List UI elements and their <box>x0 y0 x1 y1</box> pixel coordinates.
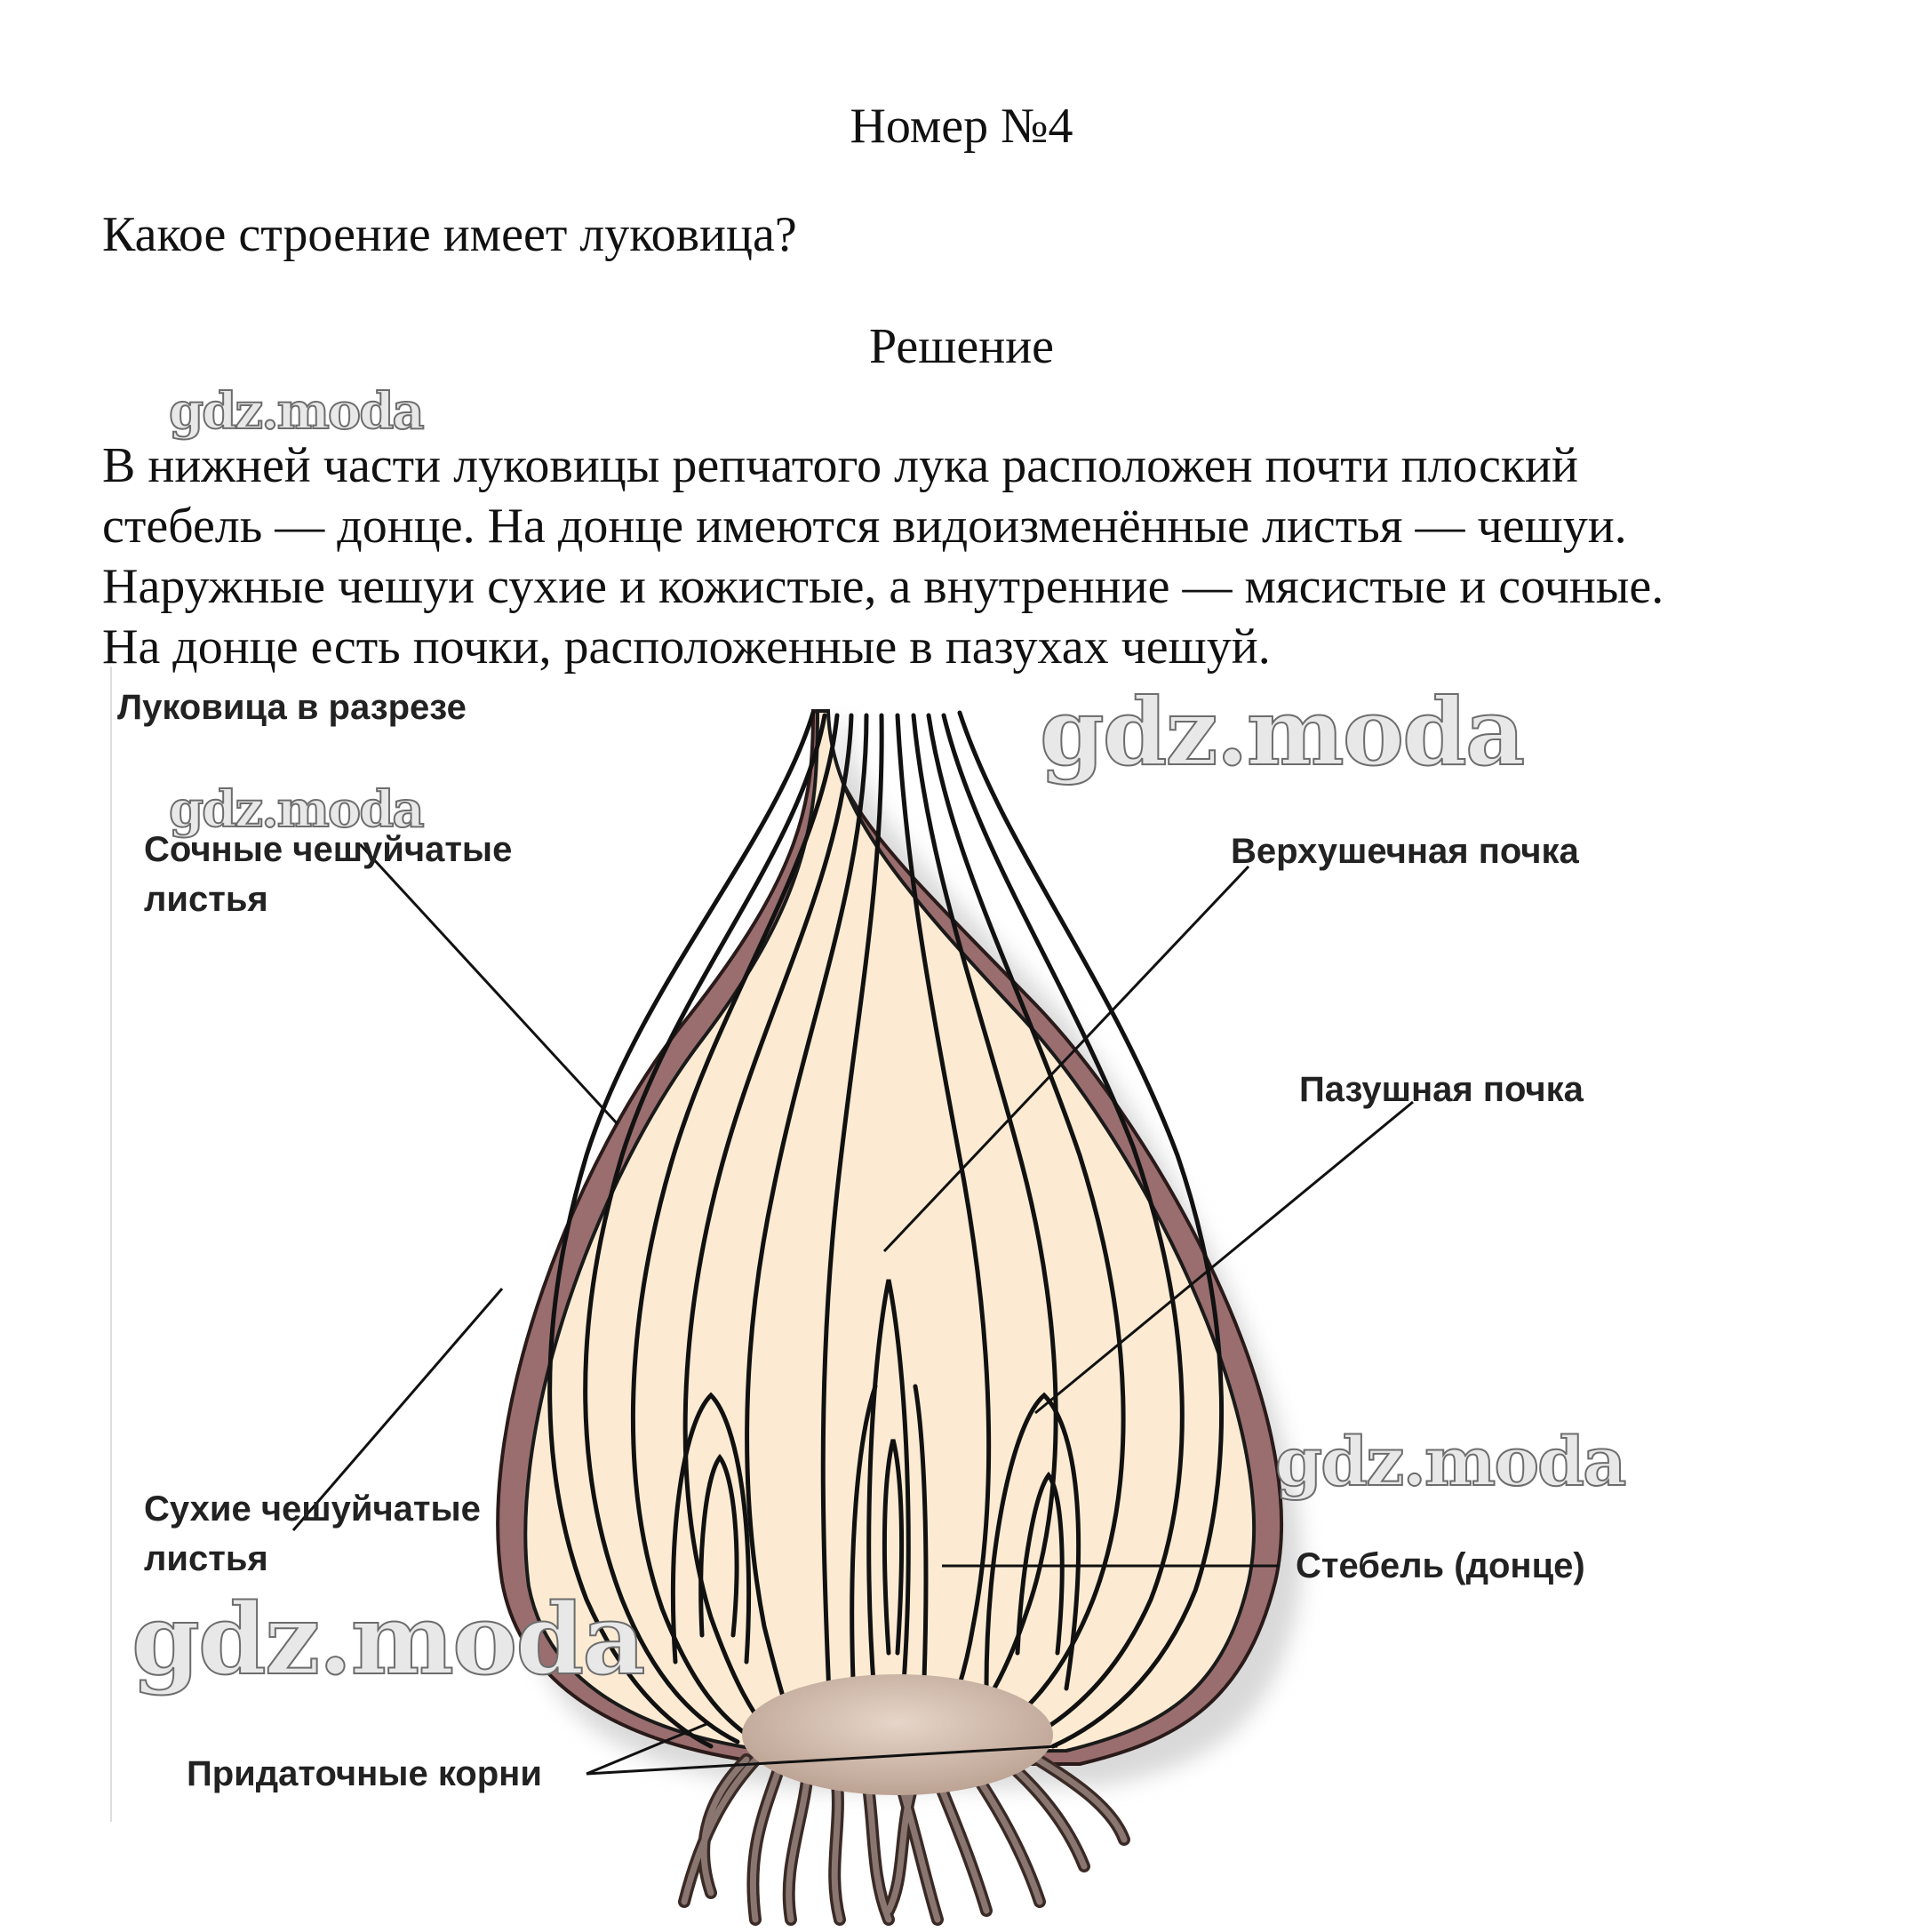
label-juicy-leaves: Сочные чешуйчатые листья <box>144 825 512 924</box>
watermark: gdz.moda <box>168 779 426 840</box>
solution-line: Наружные чешуи сухие и кожистые, а внутр… <box>102 559 1664 614</box>
watermark: gdz.moda <box>1039 676 1526 787</box>
scale-lines <box>547 710 1225 1749</box>
label-adventitious-roots: Придаточные корни <box>187 1754 542 1793</box>
onion-bulb-illustration <box>110 667 1414 1926</box>
onion-bulb-diagram: Луковица в разрезе Сочные чешуйчатые лис… <box>0 658 1923 1928</box>
question-text: Какое строение имеет луковица? <box>102 207 797 262</box>
label-dry-leaves: Сухие чешуйчатые листья <box>144 1484 481 1584</box>
label-apical-bud: Верхушечная почка <box>1231 832 1579 871</box>
solution-line: В нижней части луковицы репчатого лука р… <box>102 438 1578 493</box>
solution-text: В нижней части луковицы репчатого лука р… <box>102 435 1879 677</box>
label-line: листья <box>144 880 268 919</box>
solution-heading: Решение <box>868 319 1055 374</box>
watermark: gdz.moda <box>168 381 426 442</box>
label-line: листья <box>144 1539 268 1578</box>
solution-line: стебель — донце. На донце имеются видоиз… <box>102 499 1627 554</box>
label-line: Сухие чешуйчатые <box>144 1489 481 1529</box>
watermark: gdz.moda <box>131 1581 647 1697</box>
solution-line: На донце есть почки, расположенные в паз… <box>102 619 1271 675</box>
basal-plate-stem <box>742 1674 1053 1795</box>
leader-lines <box>291 842 1414 1776</box>
page-title: Номер №4 <box>850 99 1073 154</box>
label-axillary-bud: Пазушная почка <box>1299 1070 1584 1109</box>
figure-title: Луковица в разрезе <box>117 688 467 727</box>
label-line: Сочные чешуйчатые <box>144 830 513 869</box>
label-stem: Стебель (донце) <box>1296 1546 1585 1585</box>
watermark: gdz.moda <box>1274 1421 1627 1502</box>
